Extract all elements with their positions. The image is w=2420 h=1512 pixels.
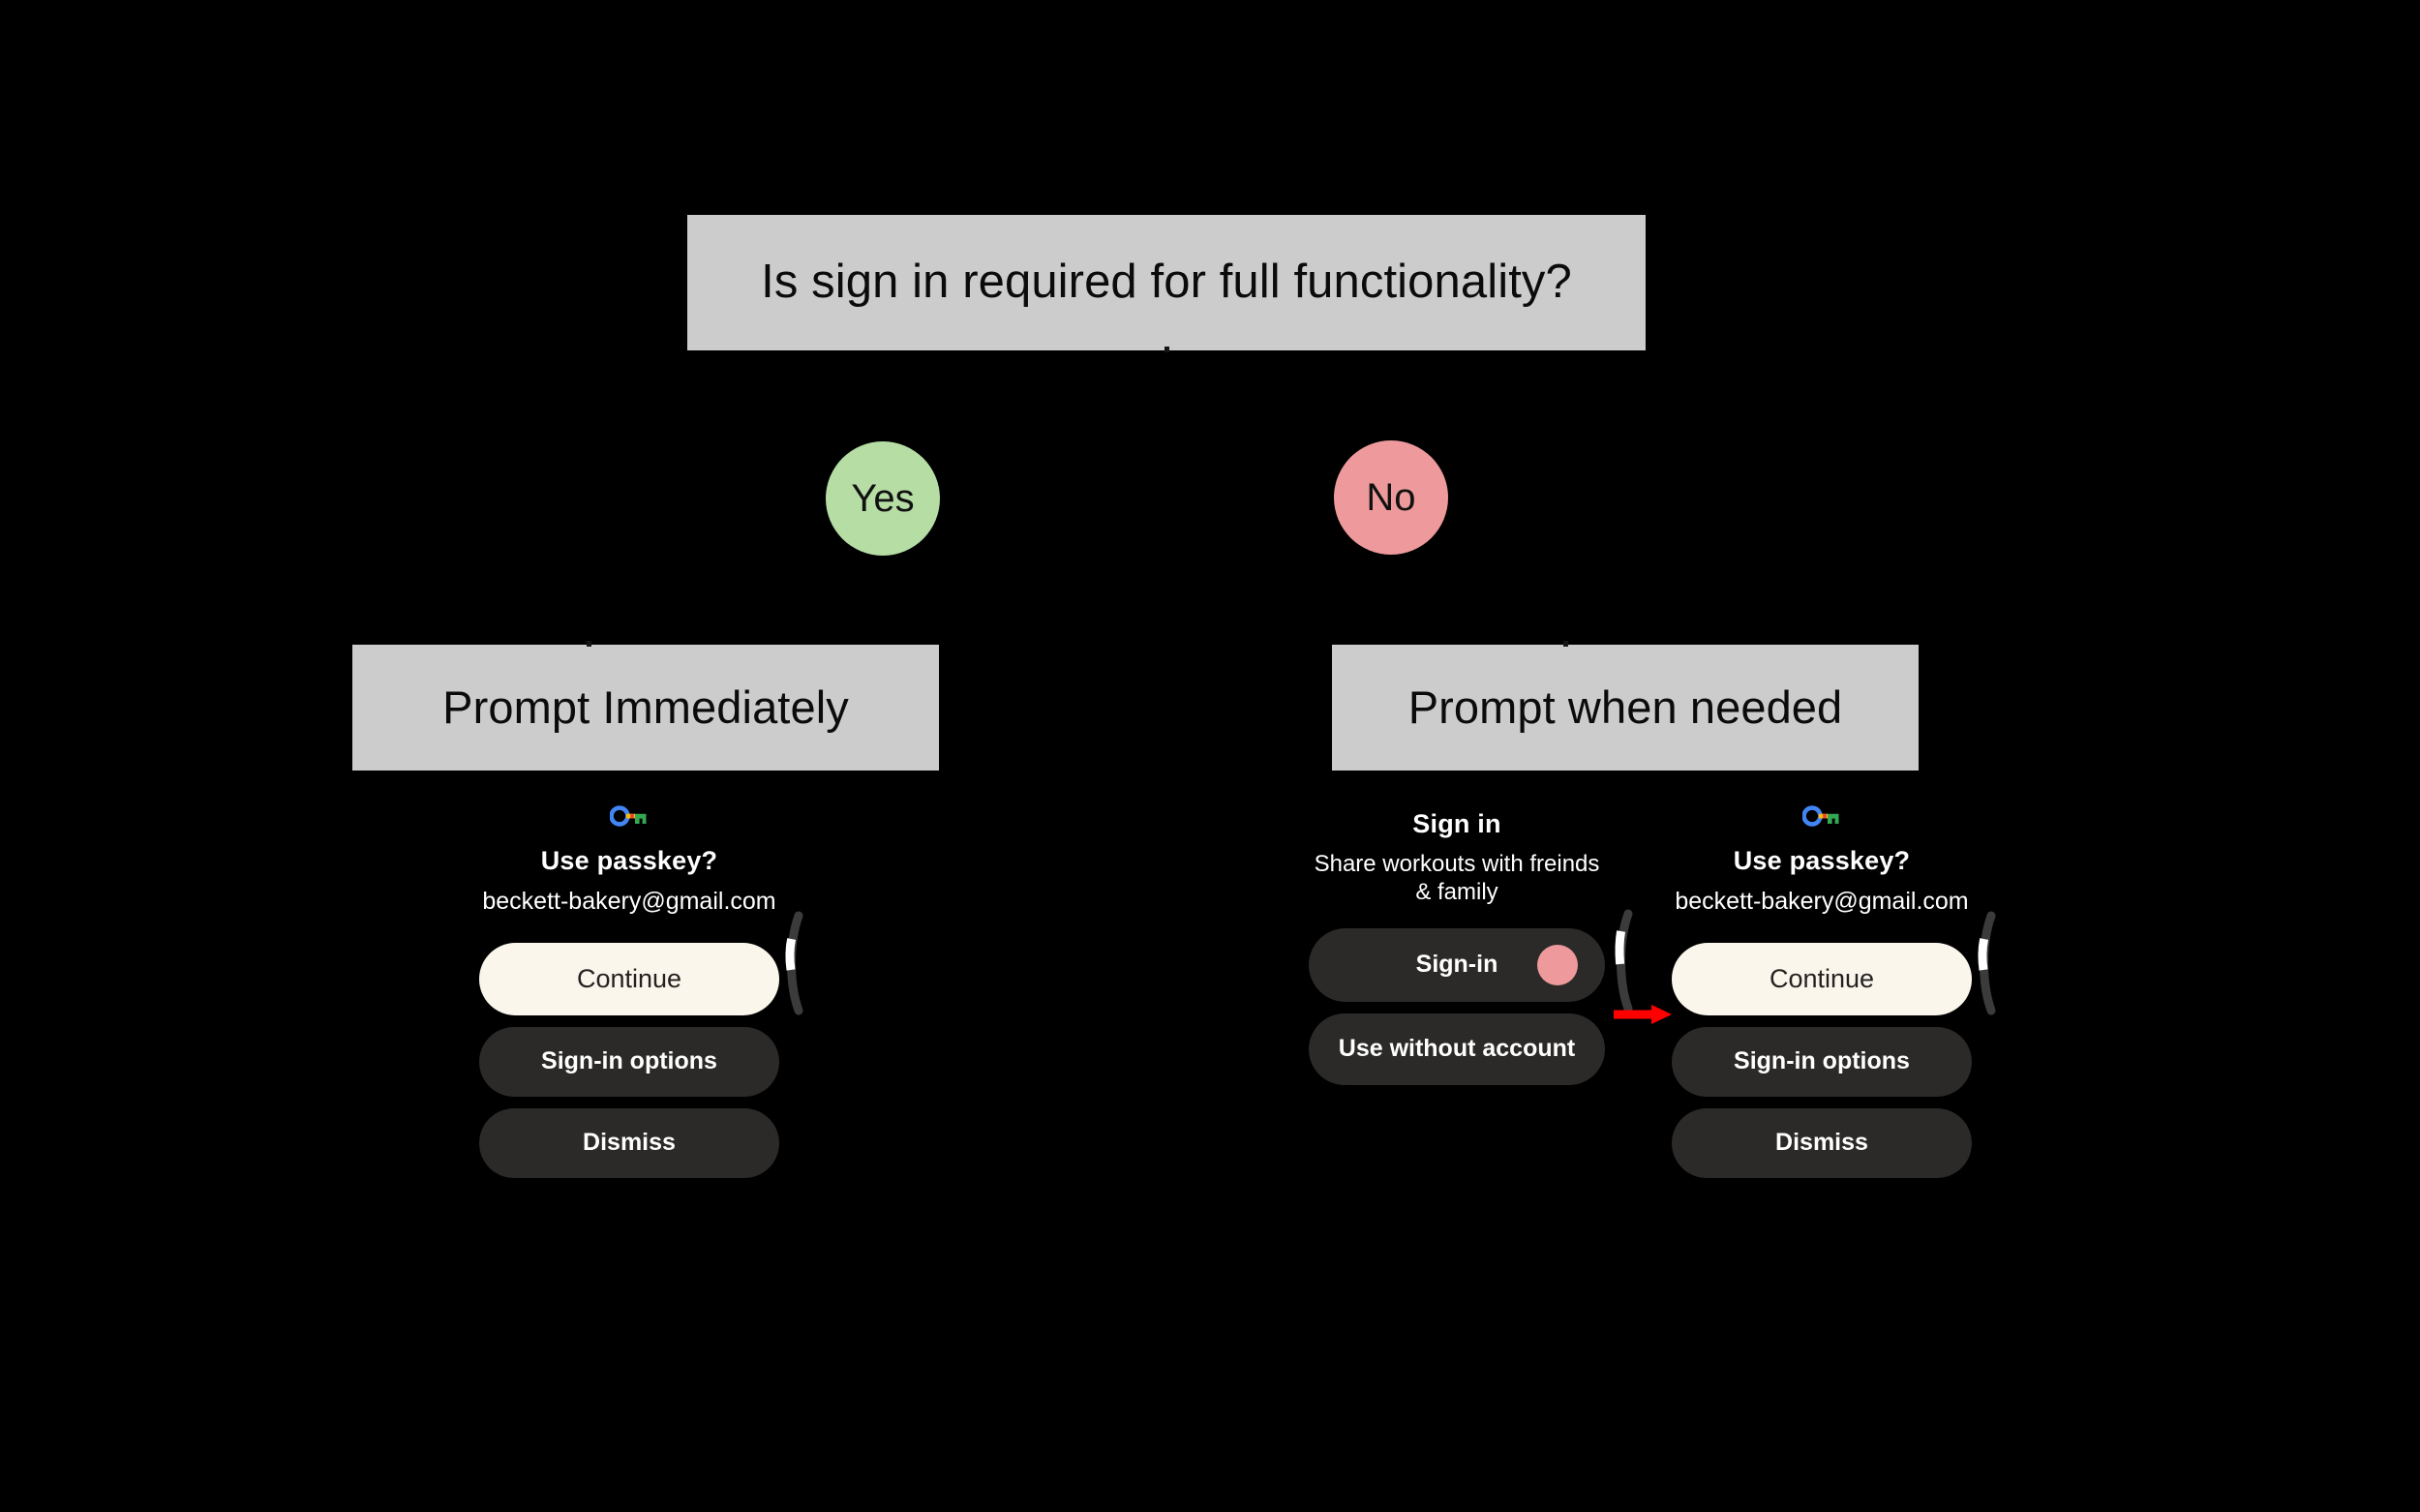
scrollbar-mid[interactable] — [1599, 908, 1638, 1014]
outcome-box-prompt-when-needed: Prompt when needed — [1332, 645, 1919, 771]
connector-tick-root — [1165, 347, 1169, 352]
google-passkey-icon — [1802, 805, 1839, 827]
continue-button[interactable]: Continue — [479, 942, 779, 1015]
red-arrow-icon — [1614, 1005, 1672, 1024]
continue-button[interactable]: Continue — [1672, 942, 1972, 1015]
avatar — [1537, 944, 1578, 985]
sign-in-options-button[interactable]: Sign-in options — [1672, 1026, 1972, 1097]
watch-card-mid-signin: Sign in Share workouts with freinds & fa… — [1309, 803, 1605, 1085]
card-subtitle-description: Share workouts with freinds & family — [1314, 851, 1600, 906]
outcome-box-prompt-immediately: Prompt Immediately — [352, 645, 939, 771]
root-question-box: Is sign in required for full functionali… — [687, 215, 1646, 350]
watch-card-right-passkey: Use passkey? beckett-bakery@gmail.com Co… — [1657, 803, 1986, 1178]
card-title: Sign in — [1412, 809, 1501, 838]
sign-in-button[interactable]: Sign-in — [1309, 927, 1605, 1002]
use-without-account-button[interactable]: Use without account — [1309, 1013, 1605, 1085]
sign-in-button-label: Sign-in — [1415, 951, 1498, 979]
card-title: Use passkey? — [1733, 846, 1911, 875]
card-subtitle-account: beckett-bakery@gmail.com — [482, 888, 776, 916]
watch-card-left-passkey: Use passkey? beckett-bakery@gmail.com Co… — [465, 803, 794, 1178]
card-title: Use passkey? — [540, 846, 718, 875]
decision-yes-circle: Yes — [826, 441, 940, 556]
connector-tick-right — [1563, 641, 1568, 647]
connector-tick-left — [587, 641, 591, 647]
decision-no-circle: No — [1334, 440, 1448, 555]
dismiss-button[interactable]: Dismiss — [1672, 1107, 1972, 1178]
card-subtitle-account: beckett-bakery@gmail.com — [1675, 888, 1969, 916]
google-passkey-icon — [610, 805, 647, 827]
sign-in-options-button[interactable]: Sign-in options — [479, 1026, 779, 1097]
dismiss-button[interactable]: Dismiss — [479, 1107, 779, 1178]
